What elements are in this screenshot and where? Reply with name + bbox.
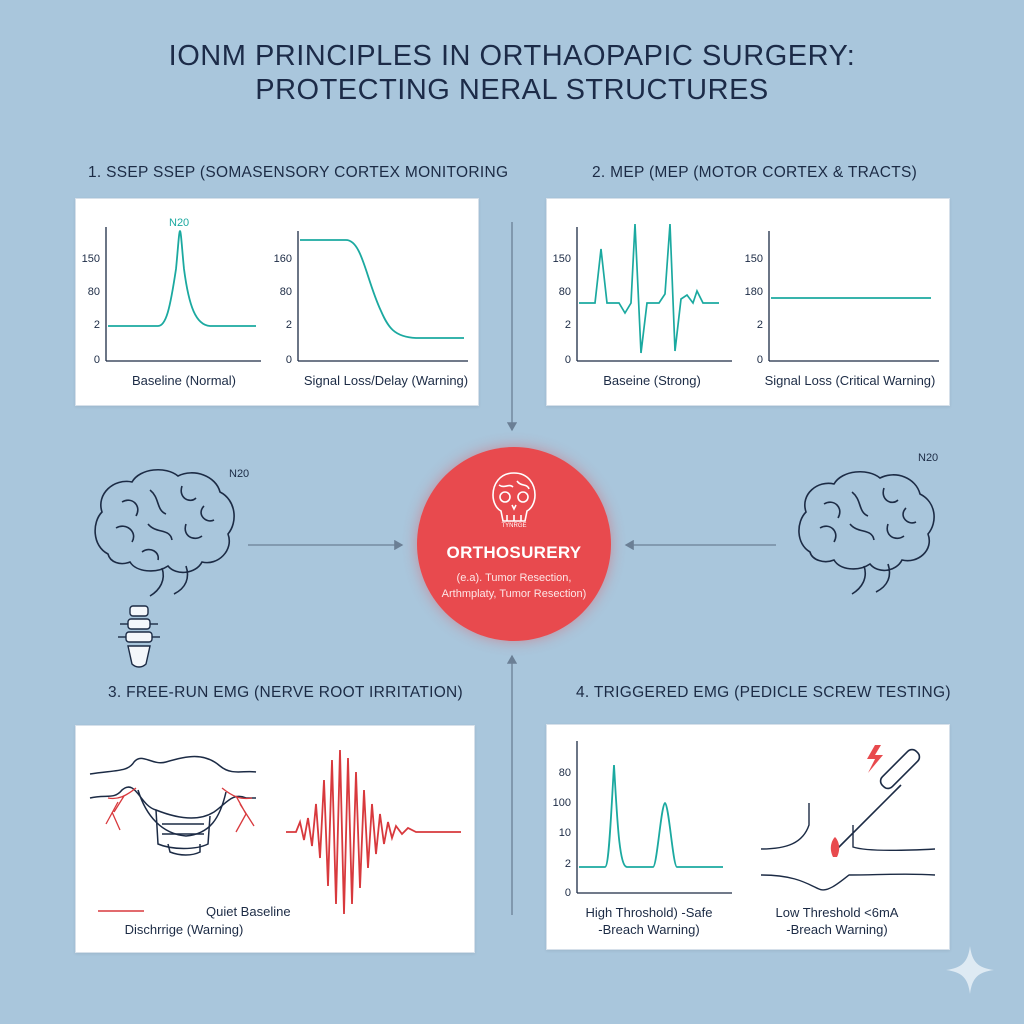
page-title-line2: PROTECTING NERAL STRUCTURES — [255, 74, 769, 106]
sparkle-icon — [946, 946, 994, 994]
ssep-loss-wave — [300, 239, 464, 339]
center-subtitle-1: (e.a). Tumor Resection, — [456, 572, 572, 584]
free-emg-section-label: 3. FREE-RUN EMG (NERVE ROOT IRRITATION) — [108, 684, 464, 701]
skull-caption: TYNRGE — [501, 523, 527, 529]
tick-label: 150 — [744, 253, 763, 265]
breach-point — [830, 837, 840, 857]
left-n20-label: N20 — [229, 468, 250, 480]
right-n20-label: N20 — [918, 452, 939, 464]
lightning-icon — [867, 745, 883, 773]
tick-label: 80 — [87, 286, 100, 298]
free-emg-drawing — [89, 749, 461, 915]
center-title: ORTHOSURERY — [446, 543, 582, 562]
tick-label: 2 — [756, 319, 763, 331]
ssep-loss-caption: Signal Loss/Delay (Warning) — [303, 373, 469, 388]
legend-discharge: Dischrrige (Warning) — [124, 922, 244, 937]
n20-peak-label: N20 — [169, 217, 190, 229]
low-threshold-caption: Low Threshold <6mA — [775, 905, 899, 920]
tick-label: 150 — [81, 253, 100, 265]
tick-label: 2 — [564, 319, 571, 331]
ssep-panel: N20 150 80 2 0 160 80 2 0 Baseline (Norm… — [75, 198, 479, 406]
mep-loss-caption: Signal Loss (Critical Warning) — [764, 373, 936, 388]
pedicle-anatomy-icon — [760, 803, 936, 891]
triggered-emg-drawing — [576, 741, 936, 894]
triggered-emg-section-label: 4. TRIGGERED EMG (PEDICLE SCREW TESTING) — [576, 684, 951, 701]
center-subtitle-2: Arthmplaty, Tumor Resection) — [441, 588, 587, 600]
nerve-root-branches — [105, 787, 255, 833]
tick-label: 2 — [564, 858, 571, 870]
tick-label: 160 — [273, 253, 292, 265]
low-threshold-caption-2: -Breach Warning) — [786, 922, 888, 937]
tick-label: 10 — [558, 827, 571, 839]
spine-icon — [118, 605, 160, 668]
legend-quiet-baseline: Quiet Baseline — [206, 904, 291, 919]
tick-label: 80 — [558, 286, 571, 298]
ssep-section-label: 1. SSEP SSEP (SOMASENSORY CORTEX MONITOR… — [88, 164, 509, 181]
mep-baseline-wave — [579, 223, 719, 354]
tick-label: 2 — [93, 319, 100, 331]
triggered-emg-wave — [579, 764, 723, 868]
ssep-baseline-wave — [108, 230, 256, 327]
tick-label: 0 — [93, 354, 100, 366]
tick-label: 0 — [756, 354, 763, 366]
tick-label: 80 — [279, 286, 292, 298]
orthosurgery-hub: TYNRGE ORTHOSURERY (e.a). Tumor Resectio… — [417, 447, 611, 641]
mep-waveforms — [576, 223, 939, 362]
high-threshold-caption-2: -Breach Warning) — [598, 922, 700, 937]
probe-icon — [834, 748, 921, 852]
brain-icon — [94, 469, 235, 597]
skull-icon — [492, 472, 536, 522]
tick-label: 80 — [558, 767, 571, 779]
mep-section-label: 2. MEP (MEP (MOTOR CORTEX & TRACTS) — [592, 164, 918, 181]
tick-label: 2 — [285, 319, 292, 331]
ssep-waveforms — [105, 227, 468, 362]
tick-label: 180 — [744, 286, 763, 298]
page-title-line1: IONM PRINCIPLES IN ORTHAOPAPIC SURGERY: — [168, 40, 856, 72]
tick-label: 100 — [552, 797, 571, 809]
mep-panel: 150 80 2 0 150 180 2 0 Baseine (Strong) … — [546, 198, 950, 406]
mep-baseline-caption: Baseine (Strong) — [603, 373, 701, 388]
high-threshold-caption: High Throshold) -Safe — [585, 905, 713, 920]
tick-label: 0 — [564, 354, 571, 366]
tick-label: 0 — [564, 887, 571, 899]
emg-discharge-wave — [286, 749, 461, 915]
tick-label: 0 — [285, 354, 292, 366]
brain-icon — [798, 471, 935, 595]
ssep-baseline-caption: Baseline (Normal) — [131, 373, 237, 388]
vertebra-nerve-icon — [89, 755, 257, 856]
free-emg-panel: Quiet Baseline Dischrrige (Warning) — [75, 725, 475, 953]
tick-label: 150 — [552, 253, 571, 265]
triggered-emg-panel: 80 100 10 2 0 High Throshold) -Safe -Bre… — [546, 724, 950, 950]
